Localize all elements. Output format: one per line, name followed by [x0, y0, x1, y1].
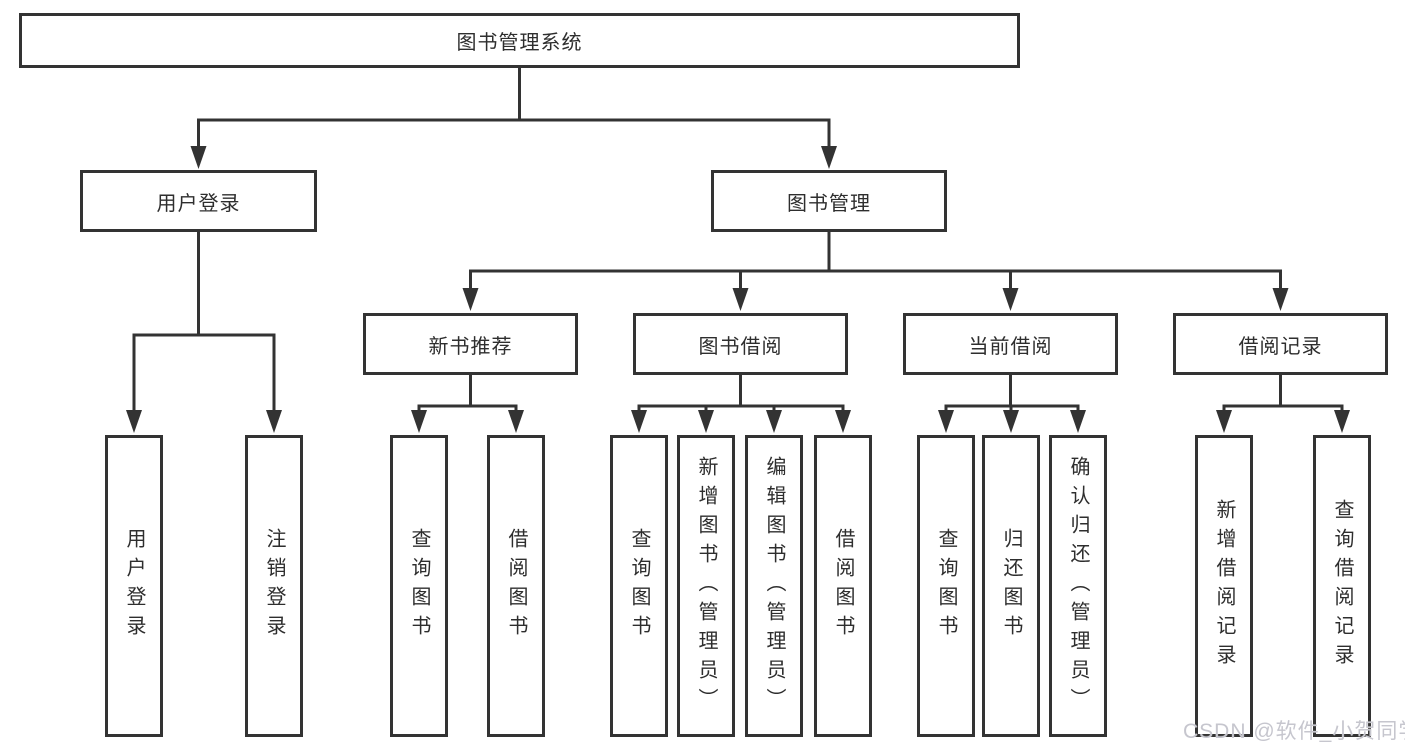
leaf-borrow-books: 借阅图书 [814, 435, 872, 737]
arrow-down-icon [266, 410, 282, 433]
connector-line [944, 373, 1080, 414]
connector-line [637, 373, 845, 414]
leaf-query-borrow-record: 查询借阅记录 [1313, 435, 1371, 737]
arrow-down-icon [126, 410, 142, 433]
node-label: 新书推荐 [428, 335, 513, 358]
node-label: 用户登录 [123, 528, 145, 644]
node-current-borrowing: 当前借阅 [903, 313, 1118, 375]
node-label: 注销登录 [263, 528, 285, 644]
arrow-down-icon [732, 288, 749, 311]
connector-newbooks-to-leaves [411, 373, 524, 433]
arrow-down-icon [821, 146, 837, 169]
arrow-down-icon [508, 410, 524, 433]
arrow-down-icon [1216, 410, 1232, 433]
node-label: 归还图书 [1000, 528, 1022, 644]
arrow-down-icon [1070, 410, 1086, 433]
node-label: 用户登录 [156, 192, 241, 215]
node-book-borrowing: 图书借阅 [633, 313, 848, 375]
arrow-down-icon [631, 410, 647, 433]
arrow-down-icon [462, 288, 479, 311]
csdn-watermark: CSDN @软件_小贺同学 [1183, 720, 1405, 743]
connector-userlogin-to-leaves [126, 230, 282, 433]
arrow-down-icon [1334, 410, 1350, 433]
node-user-login: 用户登录 [80, 170, 317, 232]
node-label: 编辑图书（管理员） [763, 455, 785, 717]
node-label: 查询图书 [408, 528, 430, 644]
node-label: 查询借阅记录 [1331, 499, 1353, 673]
node-label: 查询图书 [935, 528, 957, 644]
leaf-query-books-recommend: 查询图书 [390, 435, 448, 737]
node-label: 当前借阅 [968, 335, 1053, 358]
leaf-add-borrow-record: 新增借阅记录 [1195, 435, 1253, 737]
leaf-user-login: 用户登录 [105, 435, 163, 737]
connector-line [1222, 373, 1344, 414]
connector-bookmgmt-to-level3 [462, 230, 1289, 311]
connector-line [417, 373, 518, 414]
arrow-down-icon [938, 410, 954, 433]
leaf-query-books-current: 查询图书 [917, 435, 975, 737]
leaf-edit-book-admin: 编辑图书（管理员） [745, 435, 803, 737]
arrow-down-icon [1272, 288, 1289, 311]
leaf-confirm-return-admin: 确认归还（管理员） [1049, 435, 1107, 737]
connector-currentborrow-to-leaves [938, 373, 1086, 433]
node-label: 借阅图书 [832, 528, 854, 644]
node-library-management-system: 图书管理系统 [19, 13, 1020, 68]
leaf-return-book: 归还图书 [982, 435, 1040, 737]
arrow-down-icon [766, 410, 782, 433]
node-label: 确认归还（管理员） [1067, 455, 1089, 717]
node-new-book-recommendation: 新书推荐 [363, 313, 578, 375]
node-book-management: 图书管理 [711, 170, 947, 232]
connector-line [469, 230, 1282, 292]
leaf-add-book-admin: 新增图书（管理员） [677, 435, 735, 737]
node-label: 图书借阅 [698, 335, 783, 358]
arrow-down-icon [190, 146, 207, 169]
node-label: 新增图书（管理员） [695, 455, 717, 717]
node-label: 图书管理 [787, 192, 871, 215]
arrow-down-icon [698, 410, 714, 433]
node-label: 查询图书 [628, 528, 650, 644]
connector-line [197, 66, 831, 150]
connector-root-to-level2 [190, 66, 837, 169]
connector-line [132, 230, 276, 414]
arrow-down-icon [411, 410, 427, 433]
node-label: 图书管理系统 [456, 32, 583, 54]
node-label: 借阅图书 [505, 528, 527, 644]
node-label: 新增借阅记录 [1213, 499, 1235, 673]
node-borrowing-records: 借阅记录 [1173, 313, 1388, 375]
leaf-query-books-borrow: 查询图书 [610, 435, 668, 737]
arrow-down-icon [1002, 288, 1019, 311]
arrow-down-icon [1003, 410, 1019, 433]
connector-bookborrow-to-leaves [631, 373, 851, 433]
arrow-down-icon [835, 410, 851, 433]
leaf-logout: 注销登录 [245, 435, 303, 737]
leaf-borrow-books-recommend: 借阅图书 [487, 435, 545, 737]
node-label: 借阅记录 [1238, 335, 1323, 358]
connector-borrowrecords-to-leaves [1216, 373, 1350, 433]
